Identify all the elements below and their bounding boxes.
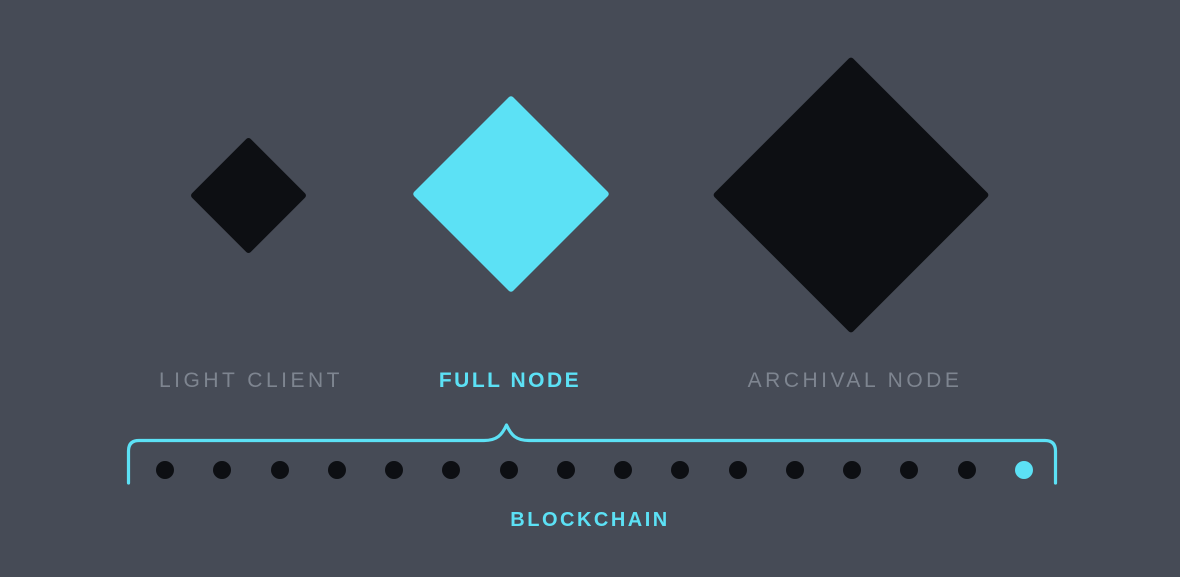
block-dot [156,461,174,479]
light-client-diamond [189,136,308,255]
block-dot [900,461,919,479]
full-node-label: FULL NODE [438,369,582,392]
block-dot [270,461,289,479]
block-dot [327,461,346,479]
archival-node-label: ARCHIVAL NODE [747,369,963,392]
block-dot [556,461,575,479]
block-dot [614,461,633,479]
full-node-diamond [412,95,610,293]
blockchain-blocks [156,461,1033,479]
block-dot [1014,461,1033,479]
block-dot [785,461,804,479]
block-dot [213,461,232,479]
block-dot [957,461,976,479]
archival-node-diamond [712,56,990,334]
block-dot [728,461,747,479]
block-dot [442,461,461,479]
block-dot [385,461,404,479]
light-client-label: LIGHT CLIENT [159,369,343,392]
block-dot [843,461,862,479]
block-dot [499,461,518,479]
block-dot [671,461,690,479]
blockchain-label: BLOCKCHAIN [510,509,670,531]
